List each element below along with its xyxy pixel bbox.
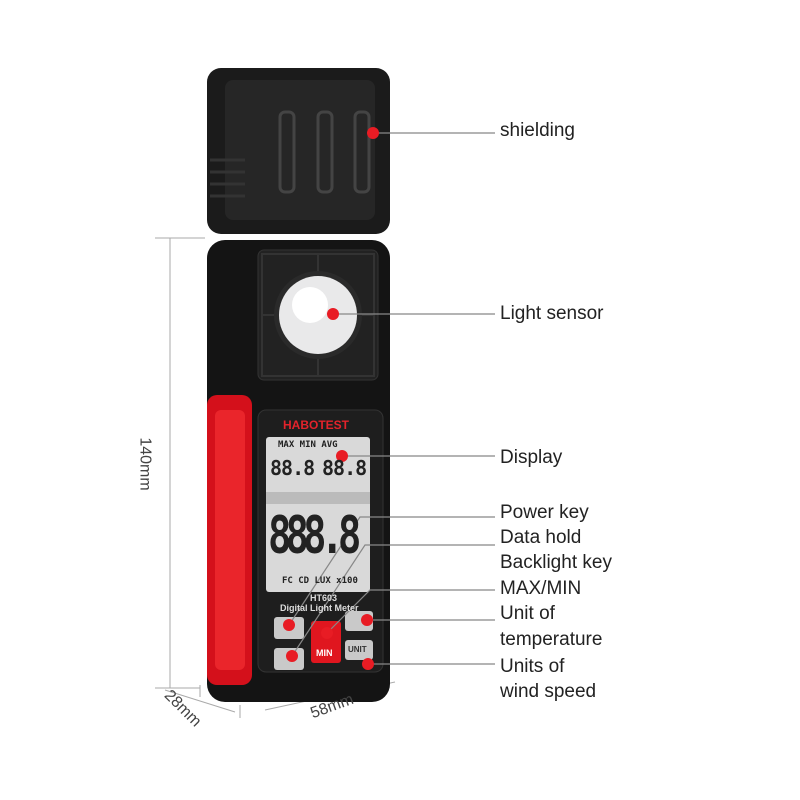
callout-unit-of: Unit of	[500, 603, 555, 624]
meter-body	[207, 240, 390, 702]
model-label: HT603	[310, 593, 338, 603]
unit-key-label: UNIT	[348, 645, 367, 654]
shielding-cap	[207, 68, 390, 234]
lcd-small-left: 88.8	[270, 456, 315, 480]
min-key-label: MIN	[316, 648, 333, 658]
callout-light-sensor: Light sensor	[500, 303, 604, 324]
lcd-main-digits: 888.8	[268, 506, 361, 566]
callout-wind-speed: wind speed	[500, 681, 597, 702]
dimension-height: 140mm	[136, 437, 154, 491]
lcd-units-row: FC CD LUX x100	[282, 576, 358, 586]
lcd-small-right: 88.8	[322, 456, 367, 480]
lcd-mode-row: MAX MIN AVG	[278, 440, 338, 450]
callout-units-of: Units of	[500, 656, 565, 677]
callout-temperature: temperature	[500, 629, 603, 650]
callout-dots	[283, 127, 379, 670]
unit-key	[345, 640, 373, 660]
callout-max-min: MAX/MIN	[500, 578, 582, 599]
callout-data-hold: Data hold	[500, 527, 582, 548]
callout-display: Display	[500, 447, 563, 468]
product-name-label: Digital Light Meter	[280, 603, 359, 613]
leader-lines	[288, 132, 495, 665]
lcd-screen	[266, 437, 370, 592]
callout-shielding: shielding	[500, 120, 575, 141]
callout-power-key: Power key	[500, 502, 589, 523]
callout-backlight-key: Backlight key	[500, 552, 612, 573]
brand-label: HABOTEST	[283, 418, 349, 432]
max-min-key	[311, 621, 341, 663]
